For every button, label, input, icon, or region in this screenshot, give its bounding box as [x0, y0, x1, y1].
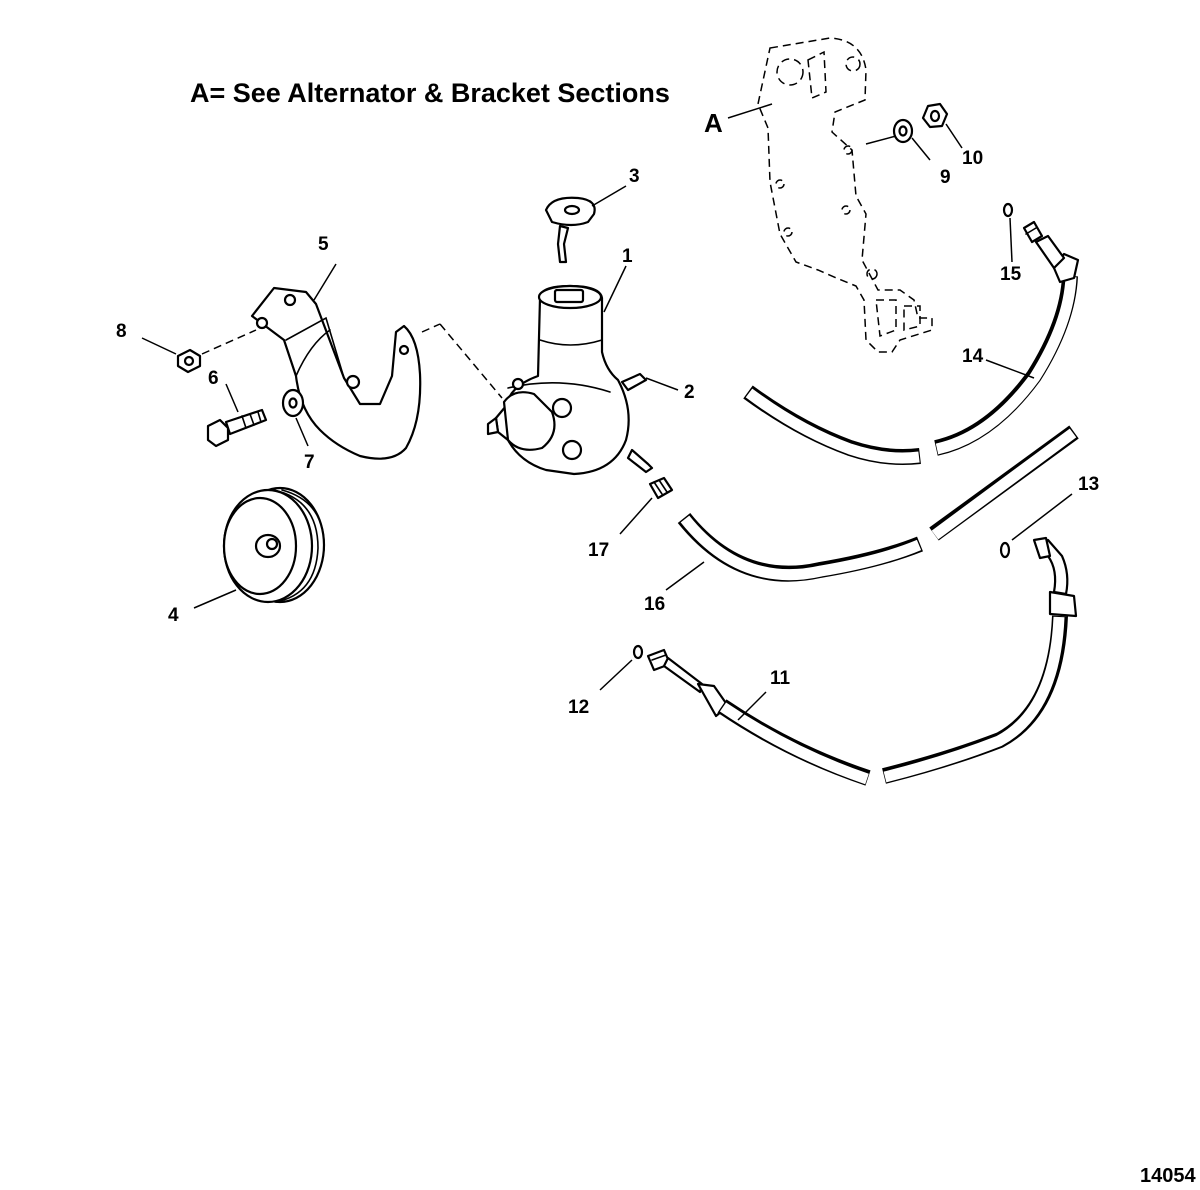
nut-8	[176, 348, 202, 374]
washer-7	[281, 388, 305, 418]
pressure-hose-11	[646, 536, 1078, 786]
callout-15: 15	[1000, 264, 1022, 285]
power-steering-pump-1	[486, 284, 654, 476]
callout-8: 8	[116, 321, 127, 342]
callout-3: 3	[629, 166, 640, 187]
washer-9	[892, 118, 914, 144]
callout-14: 14	[962, 346, 984, 367]
supply-hose-16	[677, 425, 1079, 582]
reference-label-a: A	[704, 108, 723, 138]
o-ring-12	[632, 644, 644, 660]
fitting-17	[648, 476, 674, 500]
callout-17: 17	[588, 540, 609, 561]
diagram-title: A= See Alternator & Bracket Sections	[190, 78, 670, 108]
figure-number: 14054	[1140, 1165, 1196, 1187]
callout-5: 5	[318, 234, 329, 255]
nut-10	[921, 102, 949, 129]
callout-16: 16	[644, 594, 665, 615]
pulley-4	[222, 486, 326, 604]
callout-13: 13	[1078, 474, 1099, 495]
o-ring-15	[1002, 202, 1014, 218]
callout-10: 10	[962, 148, 983, 169]
pump-bracket-5	[250, 286, 422, 460]
return-hose-14	[743, 220, 1080, 465]
callout-6: 6	[208, 368, 219, 389]
reservoir-cap-3	[544, 196, 596, 264]
callout-4: 4	[168, 605, 179, 626]
bolt-6	[206, 408, 268, 448]
alternator-bracket-a	[757, 37, 933, 353]
callout-7: 7	[304, 452, 315, 473]
callout-1: 1	[622, 246, 633, 267]
callout-2: 2	[684, 382, 695, 403]
o-ring-13	[999, 541, 1011, 559]
callout-11: 11	[770, 668, 791, 689]
callout-9: 9	[940, 167, 951, 188]
callout-12: 12	[568, 697, 589, 718]
